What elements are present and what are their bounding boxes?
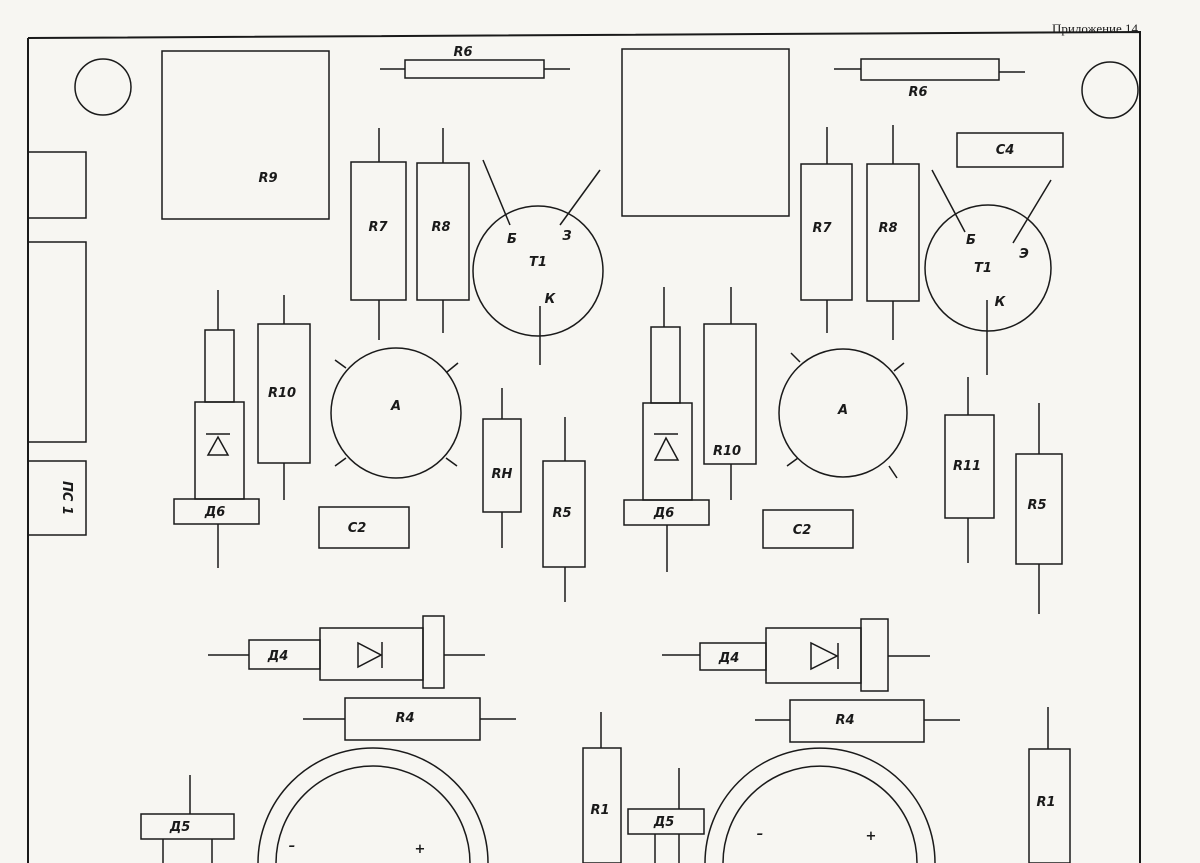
- left-D6-housing: [195, 402, 244, 499]
- mounting-hole-right: [1082, 62, 1138, 118]
- left-cap-minus: –: [289, 839, 296, 854]
- appendix-header: Приложение 14: [1052, 21, 1139, 36]
- right-R5-label: R5: [1027, 498, 1046, 513]
- left-R7-label: R7: [368, 220, 388, 235]
- right-T1-base-label: Б: [966, 233, 976, 248]
- left-A-label: А: [390, 399, 401, 414]
- connector-pad-1: [28, 152, 86, 218]
- right-R10: [704, 324, 756, 464]
- connector-ps1: [28, 461, 86, 535]
- left-D4-cap: [423, 616, 444, 688]
- right-R11-label: R11: [953, 459, 981, 474]
- left-R8-label: R8: [431, 220, 450, 235]
- left-R6: [405, 60, 544, 78]
- left-R11-label: RН: [492, 467, 513, 482]
- right-D4-label: Д4: [718, 651, 740, 666]
- right-R9-outline: [622, 49, 789, 216]
- left-D4-label: Д4: [267, 649, 289, 664]
- left-T1-collector-label: К: [545, 292, 557, 307]
- connector-ps1-label: ПС 1: [59, 481, 74, 515]
- right-D4-body: [766, 628, 861, 683]
- left-D4-body: [320, 628, 423, 680]
- right-D6-body: [651, 327, 680, 403]
- left-D6-body: [205, 330, 234, 402]
- left-cap-plus: +: [415, 842, 426, 857]
- connector-pad-2: [28, 242, 86, 442]
- right-cap-plus: +: [866, 829, 877, 844]
- right-T1-emitter-label: Э: [1019, 247, 1029, 262]
- right-A-label: А: [837, 403, 848, 418]
- left-R1-label: R1: [590, 803, 609, 818]
- left-R10-label: R10: [268, 386, 296, 401]
- right-cap-minus: –: [757, 827, 764, 842]
- right-R1-label: R1: [1036, 795, 1055, 810]
- right-R4: [790, 700, 924, 742]
- right-R10-label: R10: [713, 444, 741, 459]
- right-D6-housing: [643, 403, 692, 500]
- left-R4-label: R4: [395, 711, 414, 726]
- left-D5-label: Д5: [169, 820, 191, 835]
- right-R7-label: R7: [812, 221, 832, 236]
- right-D6-label: Д6: [653, 506, 675, 521]
- left-T1-emitter-label: З: [562, 229, 571, 244]
- right-C4-label: C4: [996, 143, 1015, 158]
- left-R11: [483, 419, 521, 512]
- right-T1-label: Т1: [974, 261, 992, 276]
- left-T1-transistor: [473, 206, 603, 336]
- left-R9-label: R9: [258, 171, 277, 186]
- right-T1-collector-label: К: [995, 295, 1007, 310]
- right-R8-label: R8: [878, 221, 897, 236]
- left-R6-label: R6: [453, 45, 472, 60]
- left-T1-base-label: Б: [507, 232, 517, 247]
- right-half: R6 C4 R7 R8 Т1 Б Э К: [622, 49, 1070, 863]
- right-R6-label: R6: [908, 85, 927, 100]
- left-R5-label: R5: [552, 506, 571, 521]
- left-half: R6 R9 R7 R8 Т1 Б З К: [141, 45, 621, 863]
- right-D5-label: Д5: [653, 815, 675, 830]
- left-C2-label: C2: [348, 521, 367, 536]
- left-D6-label: Д6: [204, 505, 226, 520]
- right-D4-cap: [861, 619, 888, 691]
- left-R9: [162, 51, 329, 219]
- left-T1-label: Т1: [529, 255, 547, 270]
- right-R4-label: R4: [835, 713, 854, 728]
- mounting-hole-left: [75, 59, 131, 115]
- right-C2-label: C2: [793, 523, 812, 538]
- right-R6: [861, 59, 999, 80]
